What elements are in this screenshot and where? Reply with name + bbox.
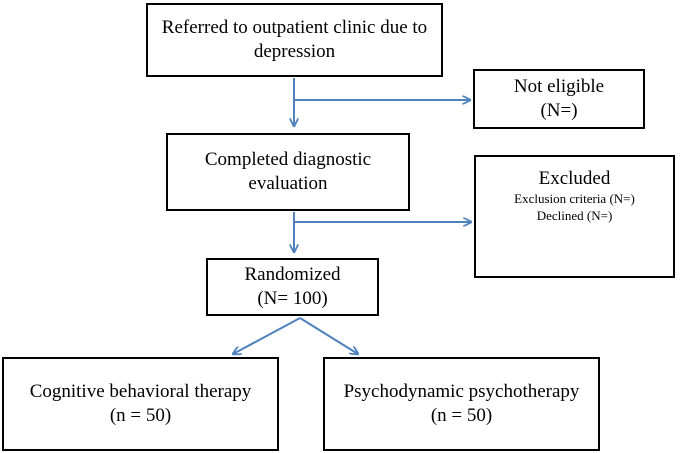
randomized-label: Randomized — [244, 264, 341, 286]
excluded-criteria: Exclusion criteria (N=) — [514, 190, 635, 206]
cbt-box: Cognitive behavioral therapy (n = 50) — [2, 357, 279, 451]
not-eligible-label: Not eligible — [513, 76, 605, 98]
arrow-to-pdt — [299, 317, 358, 354]
arrow-to-cbt — [233, 317, 301, 354]
referred-line1: Referred to outpatient clinic due to — [161, 17, 428, 39]
cbt-count: (n = 50) — [109, 405, 172, 426]
excluded-box: Excluded Exclusion criteria (N=) Decline… — [474, 155, 675, 278]
referred-box: Referred to outpatient clinic due to dep… — [146, 3, 443, 77]
diagnostic-line2: evaluation — [248, 173, 328, 194]
randomized-count: (N= 100) — [257, 288, 328, 309]
excluded-title: Excluded — [538, 168, 611, 189]
pdt-label: Psychodynamic psychotherapy — [343, 381, 580, 403]
randomized-box: Randomized (N= 100) — [206, 258, 379, 316]
excluded-declined: Declined (N=) — [536, 207, 613, 223]
referred-line2: depression — [253, 41, 336, 62]
diagnostic-line1: Completed diagnostic — [204, 149, 372, 171]
cbt-label: Cognitive behavioral therapy — [29, 381, 252, 403]
not-eligible-count: (N=) — [540, 100, 578, 121]
pdt-count: (n = 50) — [430, 405, 493, 426]
pdt-box: Psychodynamic psychotherapy (n = 50) — [323, 357, 600, 451]
not-eligible-box: Not eligible (N=) — [473, 69, 645, 129]
diagnostic-box: Completed diagnostic evaluation — [166, 133, 410, 211]
